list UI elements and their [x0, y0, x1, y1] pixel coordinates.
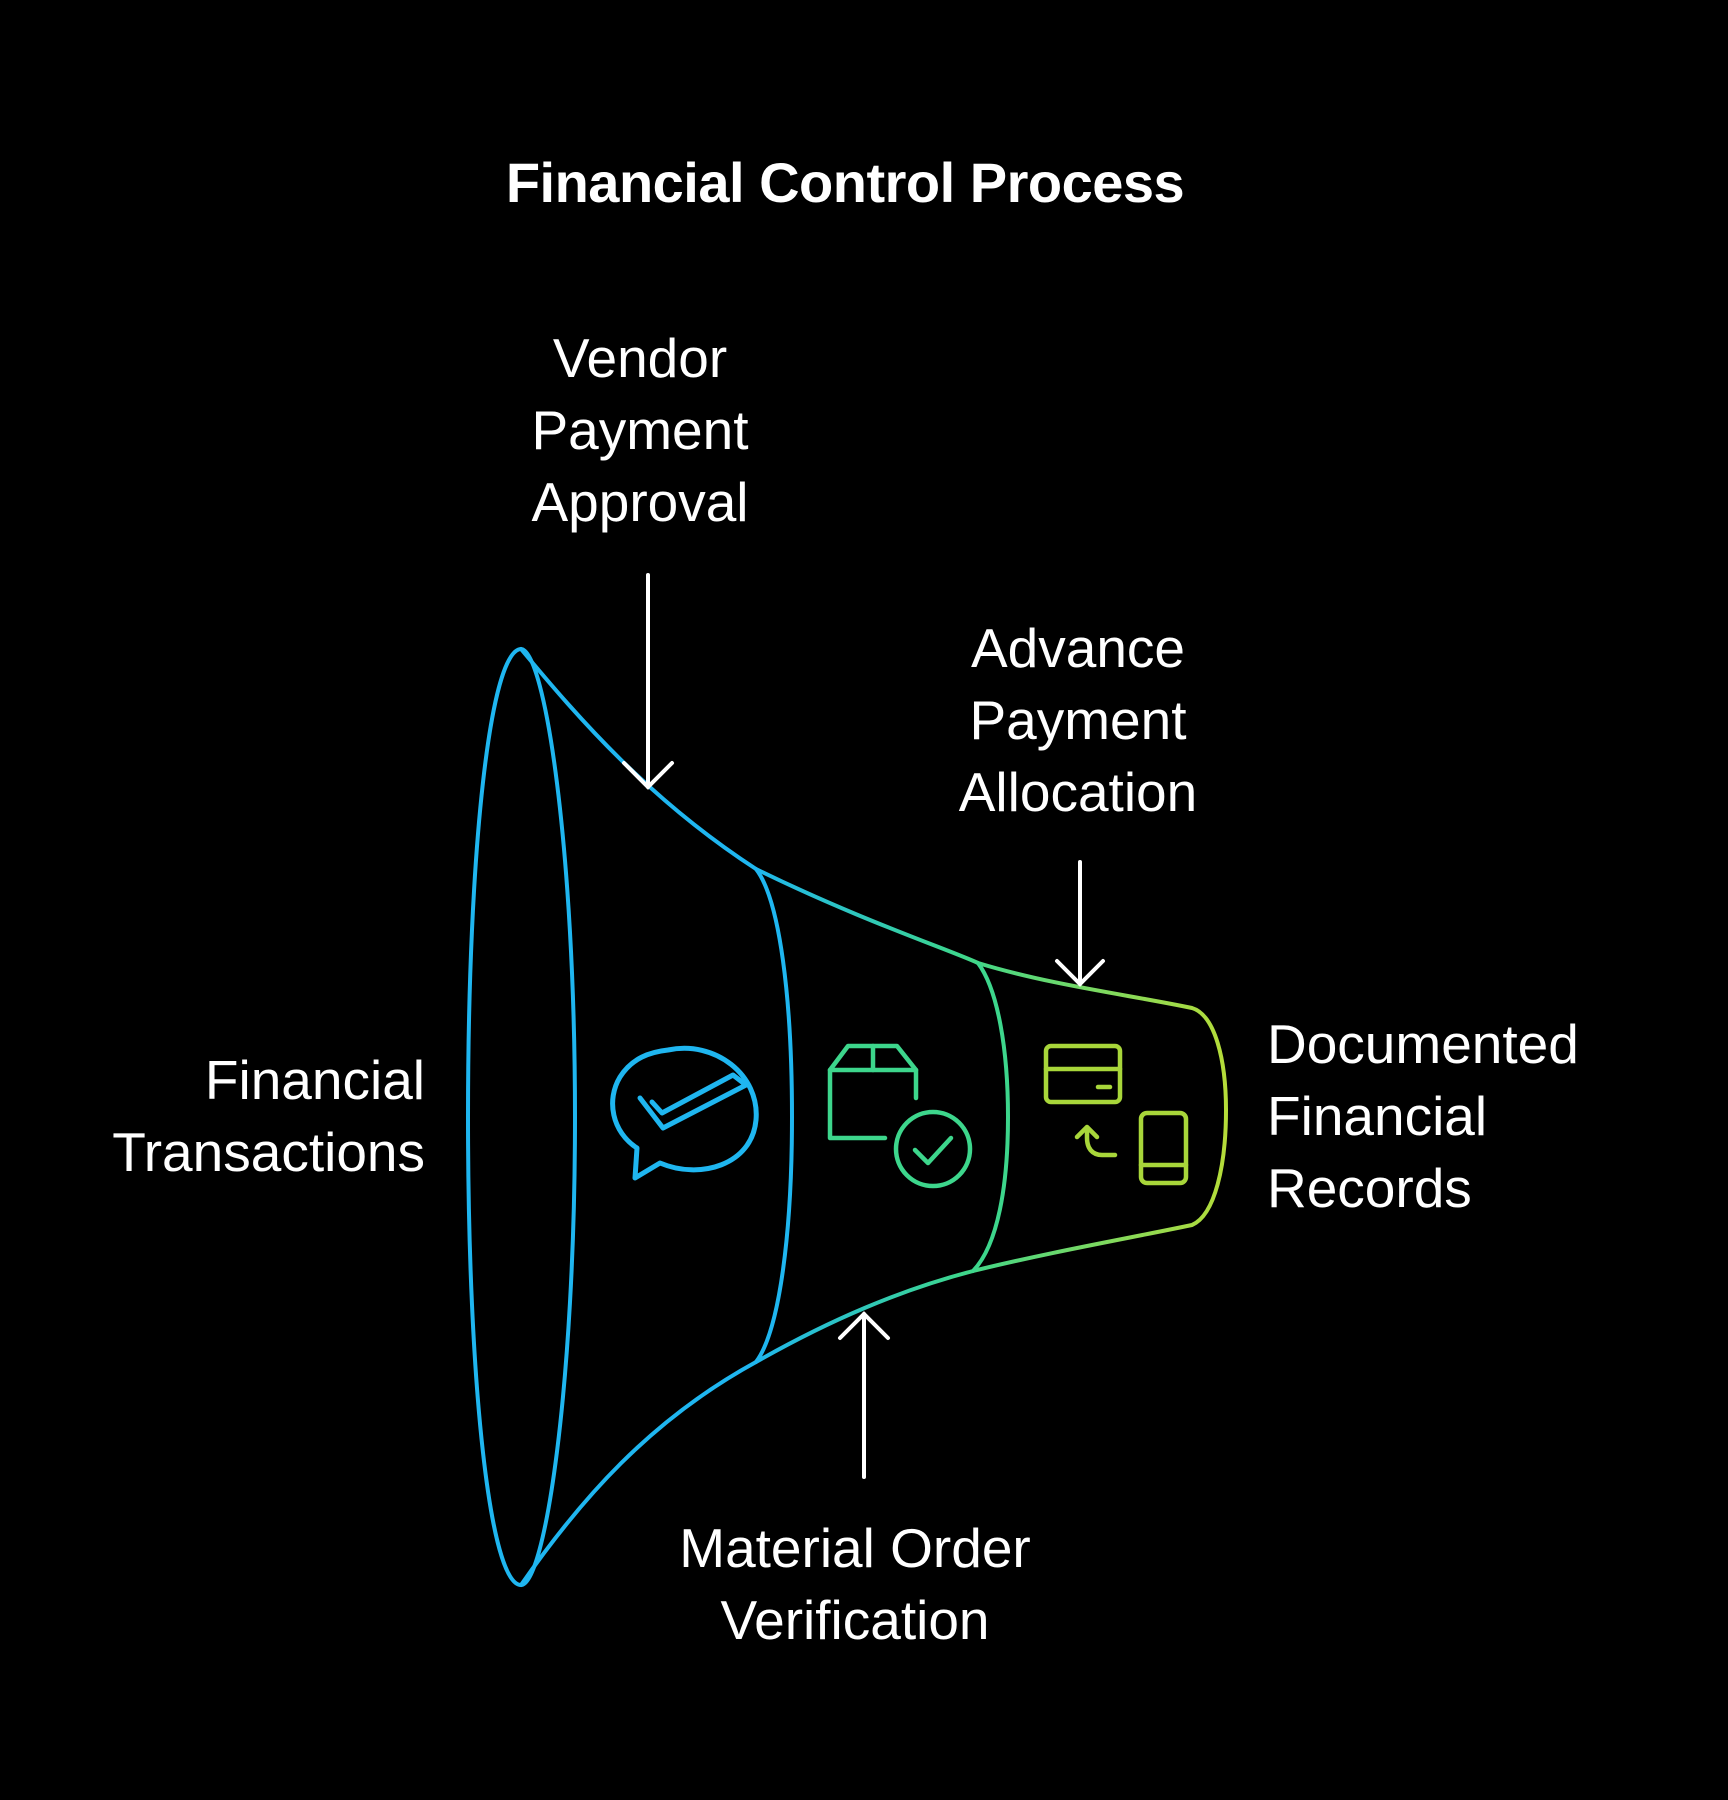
section-divider-1 — [754, 867, 795, 1364]
label-vendor-payment-approval: Vendor Payment Approval — [531, 327, 749, 533]
chat-check-icon — [610, 1045, 759, 1181]
funnel-bottom-edge — [519, 1108, 1228, 1587]
label-financial-transactions: Financial Transactions — [112, 1049, 425, 1183]
arrow-advance-payment — [1055, 860, 1105, 987]
package-check-icon — [827, 1043, 973, 1189]
arrow-material-order — [838, 1311, 890, 1479]
section-divider-2 — [971, 961, 1011, 1273]
label-advance-payment-allocation: Advance Payment Allocation — [958, 617, 1198, 823]
page-title: Financial Control Process — [505, 151, 1185, 214]
arrow-vendor-payment — [622, 573, 674, 790]
card-to-phone-icon — [1043, 1043, 1189, 1186]
label-documented-financial-records: Documented Financial Records — [1267, 1013, 1579, 1219]
label-material-order-verification: Material Order Verification — [679, 1517, 1031, 1651]
funnel-mouth — [465, 646, 578, 1588]
